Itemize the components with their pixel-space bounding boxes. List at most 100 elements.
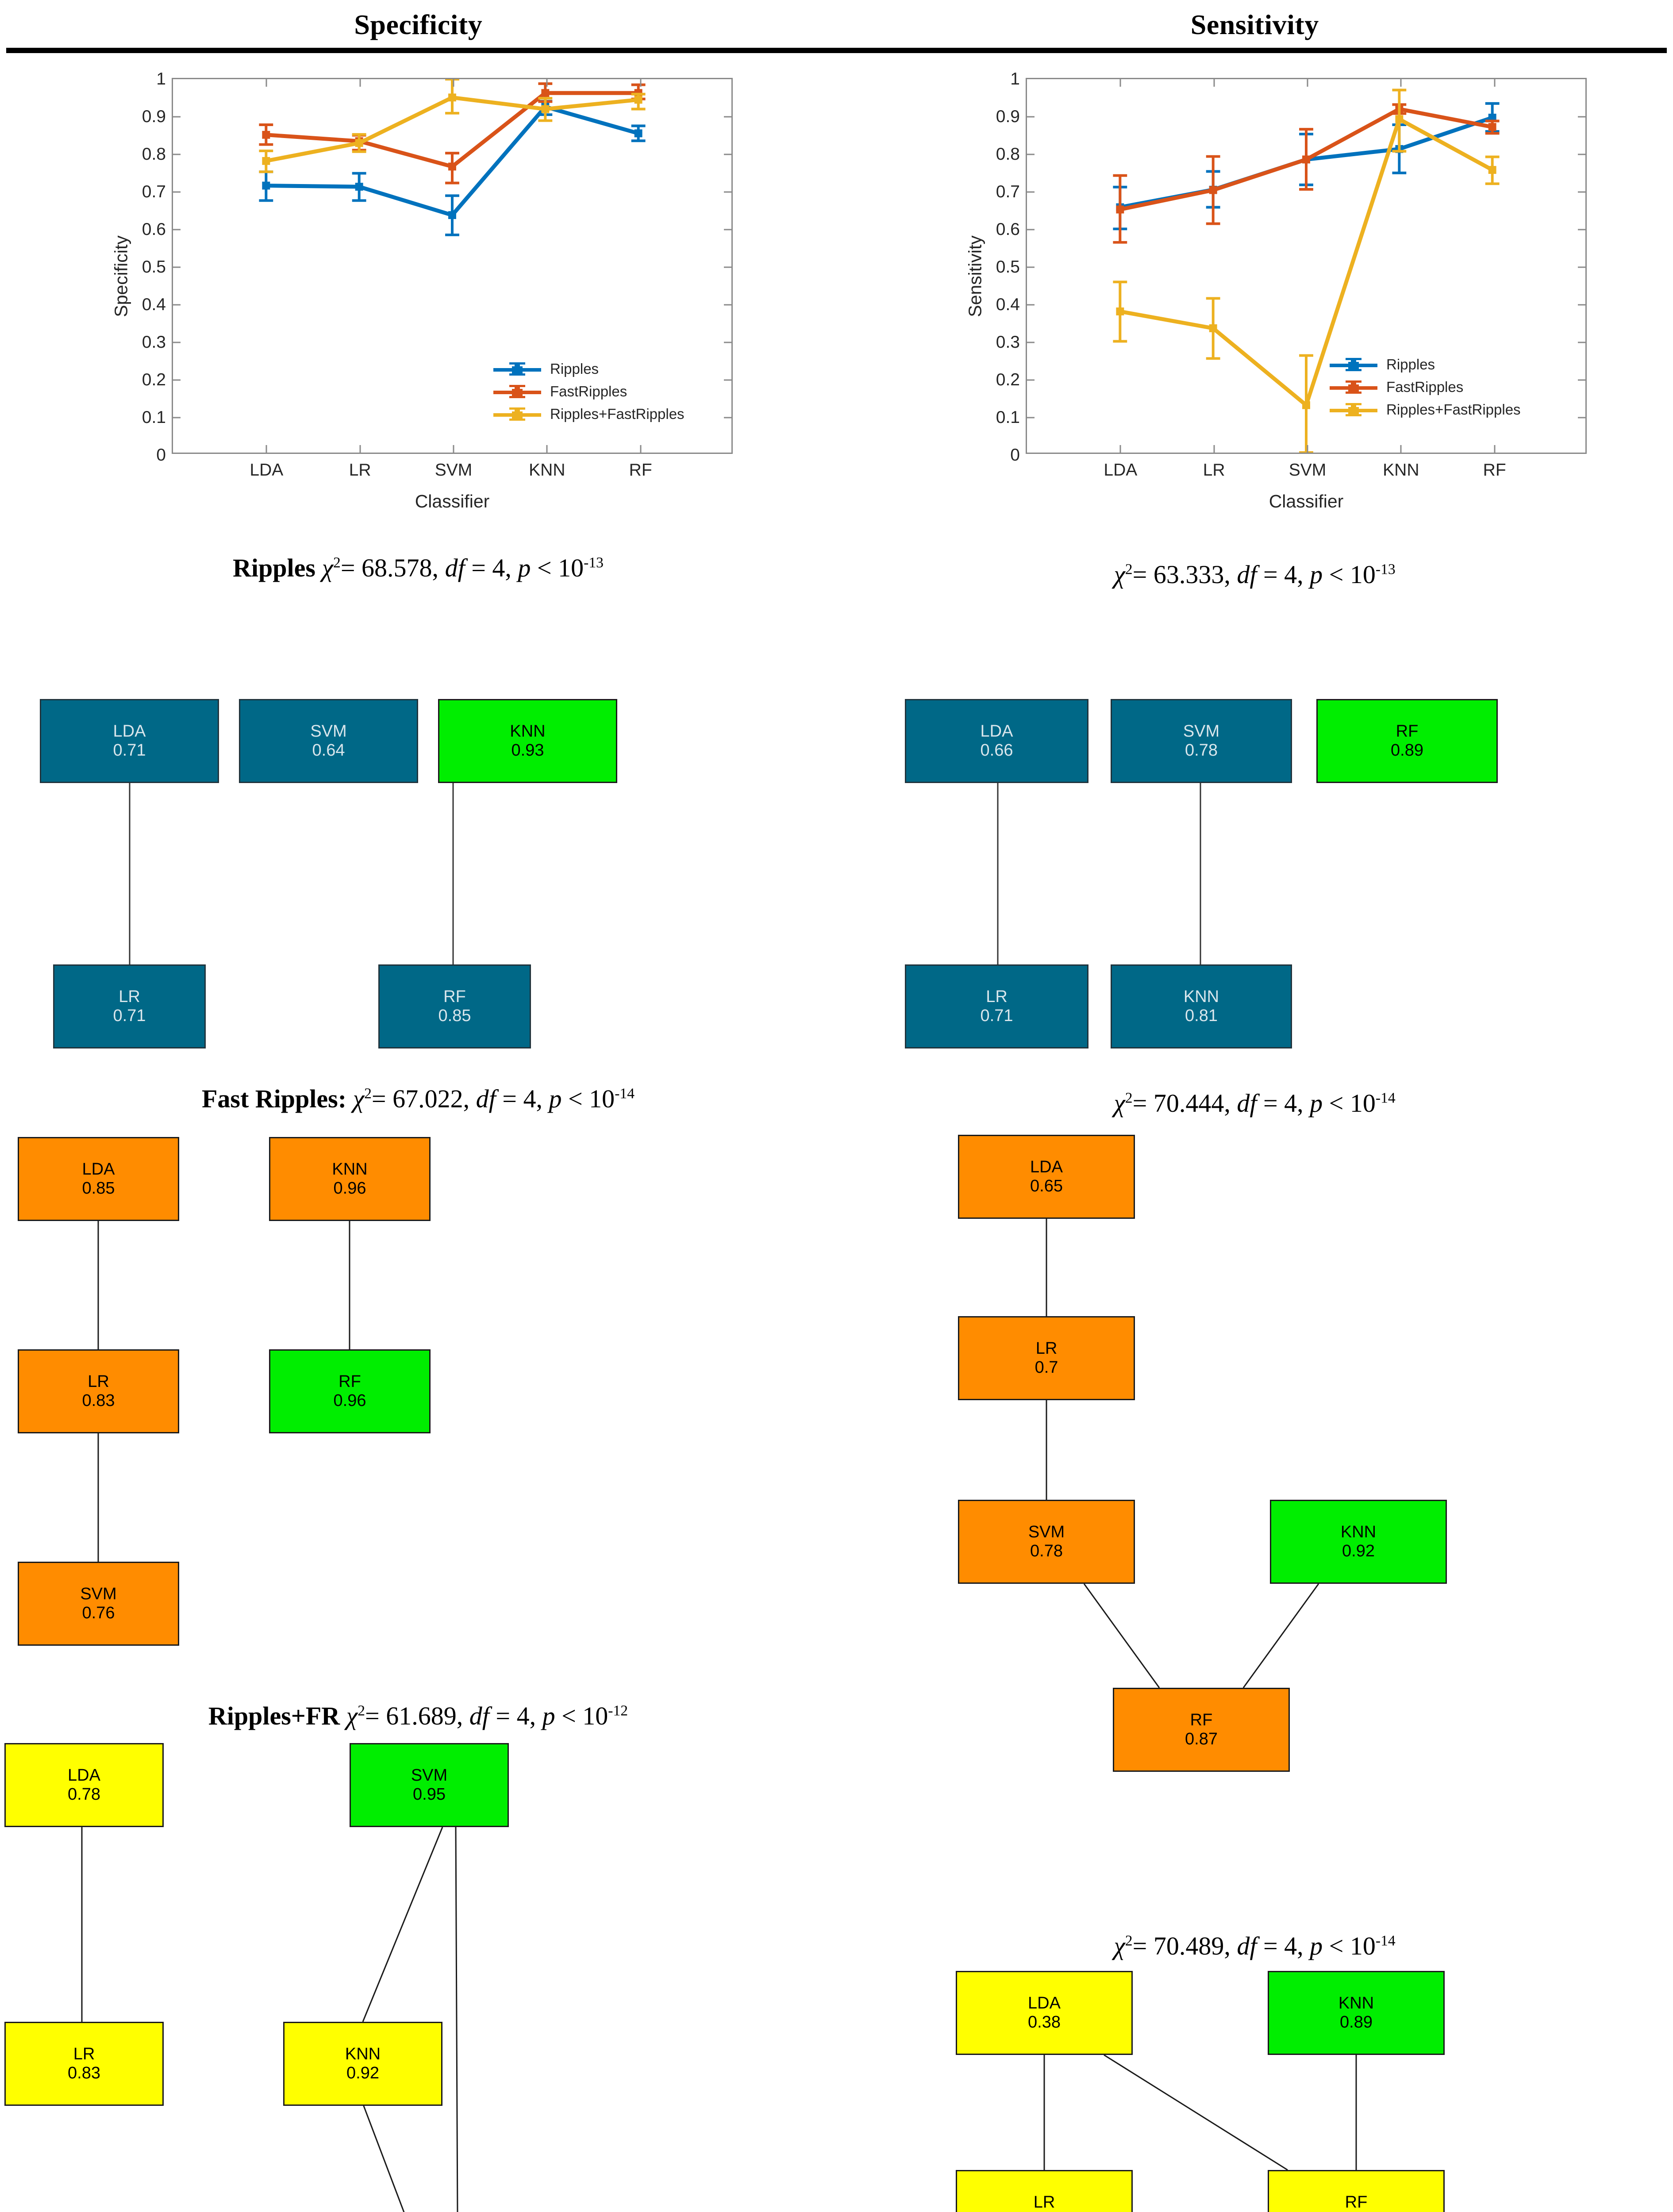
graph-edges-spec-ripples <box>129 783 454 964</box>
node-svm[interactable]: SVM 0.76 <box>18 1562 179 1646</box>
chi-symbol: χ <box>1114 560 1125 589</box>
chart-xlabel-specificity: Classifier <box>415 491 490 511</box>
node-label: LR <box>986 987 1008 1006</box>
node-rf[interactable]: RF 0.76 <box>1268 2170 1445 2212</box>
node-knn[interactable]: KNN 0.81 <box>1111 964 1292 1048</box>
x-axis-tick-mark <box>1119 79 1121 87</box>
y-axis-tick-label: 1 <box>156 69 166 88</box>
node-lr[interactable]: LR 0.33 <box>956 2170 1133 2212</box>
y-axis-tick-mark <box>1578 379 1585 381</box>
y-axis-tick-mark <box>1027 342 1035 343</box>
node-lda[interactable]: LDA 0.71 <box>40 699 219 783</box>
legend-item-ripples-fastripples[interactable]: Ripples+FastRipples <box>493 403 685 425</box>
node-value: 0.95 <box>413 1785 446 1804</box>
legend-item-ripples[interactable]: Ripples <box>1330 353 1521 376</box>
node-rf[interactable]: RF 0.89 <box>1316 699 1498 783</box>
y-axis-tick-mark <box>724 379 731 381</box>
chi-symbol: χ <box>1114 1932 1125 1960</box>
node-rf[interactable]: RF 0.87 <box>1113 1688 1290 1772</box>
node-lr[interactable]: LR 0.83 <box>18 1349 179 1433</box>
graph-spec-ripplesfr: LDA 0.78 SVM 0.95 LR 0.83 KNN 0.92 RF 0.… <box>0 58 836 2212</box>
y-axis-tick-mark <box>173 417 181 419</box>
node-knn[interactable]: KNN 0.92 <box>1270 1500 1447 1584</box>
chi-value: = 67.022, <box>371 1084 476 1113</box>
legend-item-fastripples[interactable]: FastRipples <box>1330 376 1521 398</box>
node-lr[interactable]: LR 0.71 <box>53 964 206 1048</box>
x-axis-tick-mark <box>453 445 454 453</box>
y-axis-tick-mark <box>173 304 181 306</box>
chi-exponent: 2 <box>1125 1932 1133 1949</box>
y-axis-tick-mark <box>1027 229 1035 230</box>
legend-item-ripples[interactable]: Ripples <box>493 357 685 380</box>
y-axis-tick-mark <box>1027 304 1035 306</box>
x-axis-tick-mark <box>453 79 454 87</box>
y-axis-tick-mark <box>724 191 731 193</box>
x-axis-tick-label: KNN <box>1383 461 1419 480</box>
node-knn[interactable]: KNN 0.89 <box>1268 1971 1445 2055</box>
legend-item-ripples-fastripples[interactable]: Ripples+FastRipples <box>1330 398 1521 421</box>
stat-caption-sens-ripplesfr: χ2= 70.489, df = 4, p < 10-14 <box>836 1931 1673 1961</box>
chart-xlabel-sensitivity: Classifier <box>1269 491 1344 511</box>
df-value: = 4, <box>1257 560 1310 589</box>
y-axis-tick-label: 0.6 <box>996 220 1020 239</box>
x-axis-tick-mark <box>1494 79 1496 87</box>
node-value: 0.38 <box>1028 2013 1061 2032</box>
node-svm[interactable]: SVM 0.78 <box>958 1500 1135 1584</box>
y-axis-tick-mark <box>1578 266 1585 268</box>
chi-exponent: 2 <box>1125 561 1133 578</box>
x-axis-tick-label: SVM <box>435 461 473 480</box>
stat-caption-spec-fastripples: Fast Ripples: χ2= 67.022, df = 4, p < 10… <box>0 1084 836 1114</box>
chart-series-svg-sensitivity <box>1113 88 1500 453</box>
y-axis-tick-mark <box>173 266 181 268</box>
y-axis-tick-label: 0 <box>1010 445 1020 465</box>
y-axis-tick-label: 0 <box>156 445 166 465</box>
x-axis-tick-label: RF <box>629 461 652 480</box>
chi-value: = 68.578, <box>340 553 445 582</box>
node-svm[interactable]: SVM 0.78 <box>1111 699 1292 783</box>
node-knn[interactable]: KNN 0.96 <box>269 1137 431 1221</box>
node-knn[interactable]: KNN 0.92 <box>283 2022 442 2106</box>
chart-series-ripples-fastripples <box>259 79 646 173</box>
header-cell-right: Sensitivity <box>837 0 1673 50</box>
node-knn[interactable]: KNN 0.93 <box>438 699 617 783</box>
node-lda[interactable]: LDA 0.85 <box>18 1137 179 1221</box>
df-value: = 4, <box>1257 1089 1310 1118</box>
x-axis-tick-mark <box>1400 79 1402 87</box>
node-label: LDA <box>1028 1994 1061 2013</box>
chi-value: = 63.333, <box>1132 560 1237 589</box>
node-value: 0.92 <box>1342 1542 1375 1560</box>
chi-exponent: 2 <box>364 1085 372 1102</box>
node-lr[interactable]: LR 0.71 <box>905 964 1088 1048</box>
legend-item-label: FastRipples <box>1386 379 1464 395</box>
node-lda[interactable]: LDA 0.65 <box>958 1135 1135 1219</box>
node-rf[interactable]: RF 0.96 <box>269 1349 431 1433</box>
x-axis-tick-mark <box>265 79 267 87</box>
x-axis-tick-mark <box>359 79 361 87</box>
y-axis-tick-label: 0.3 <box>996 333 1020 352</box>
y-axis-tick-mark <box>1578 342 1585 343</box>
node-lr[interactable]: LR 0.83 <box>4 2022 164 2106</box>
chi-symbol: χ <box>1114 1089 1125 1118</box>
y-axis-tick-label: 0.7 <box>996 182 1020 201</box>
y-axis-tick-label: 0.2 <box>996 370 1020 389</box>
chi-exponent: 2 <box>333 554 341 571</box>
node-lda[interactable]: LDA 0.78 <box>4 1743 164 1827</box>
df-symbol: df <box>1237 1932 1257 1960</box>
p-symbol: p <box>1310 560 1323 589</box>
node-value: 0.71 <box>980 1006 1013 1025</box>
node-lda[interactable]: LDA 0.38 <box>956 1971 1133 2055</box>
x-axis-tick-mark <box>1494 445 1496 453</box>
node-lr[interactable]: LR 0.7 <box>958 1316 1135 1400</box>
node-svm[interactable]: SVM 0.95 <box>350 1743 509 1827</box>
legend-item-fastripples[interactable]: FastRipples <box>493 380 685 403</box>
node-svm[interactable]: SVM 0.64 <box>239 699 418 783</box>
p-value: < 10 <box>562 1084 615 1113</box>
node-value: 0.85 <box>438 1006 471 1025</box>
node-rf[interactable]: RF 0.85 <box>378 964 531 1048</box>
node-lda[interactable]: LDA 0.66 <box>905 699 1088 783</box>
chi-value: = 70.489, <box>1132 1932 1237 1960</box>
